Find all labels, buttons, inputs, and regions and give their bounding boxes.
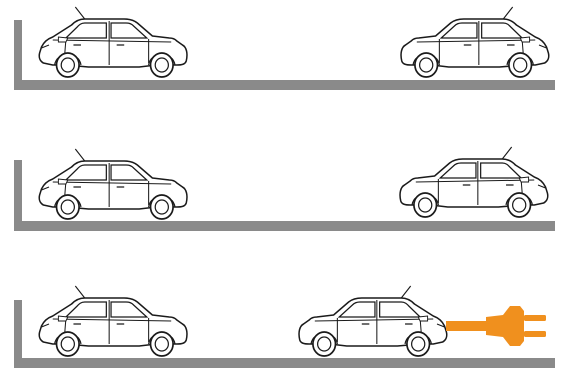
right-car-hatchback-car-icon — [401, 7, 549, 77]
left-car-hatchback-car-icon — [39, 149, 187, 219]
right-car-hatchback-car-icon — [299, 286, 447, 356]
row-2 — [14, 147, 555, 231]
row-1 — [14, 7, 555, 90]
left-car-hatchback-car-icon — [39, 286, 187, 356]
left-car-hatchback-car-icon — [39, 7, 187, 77]
right-car-hatchback-car-icon — [400, 147, 548, 217]
row-3 — [14, 286, 555, 368]
power-plug-icon — [446, 306, 546, 346]
